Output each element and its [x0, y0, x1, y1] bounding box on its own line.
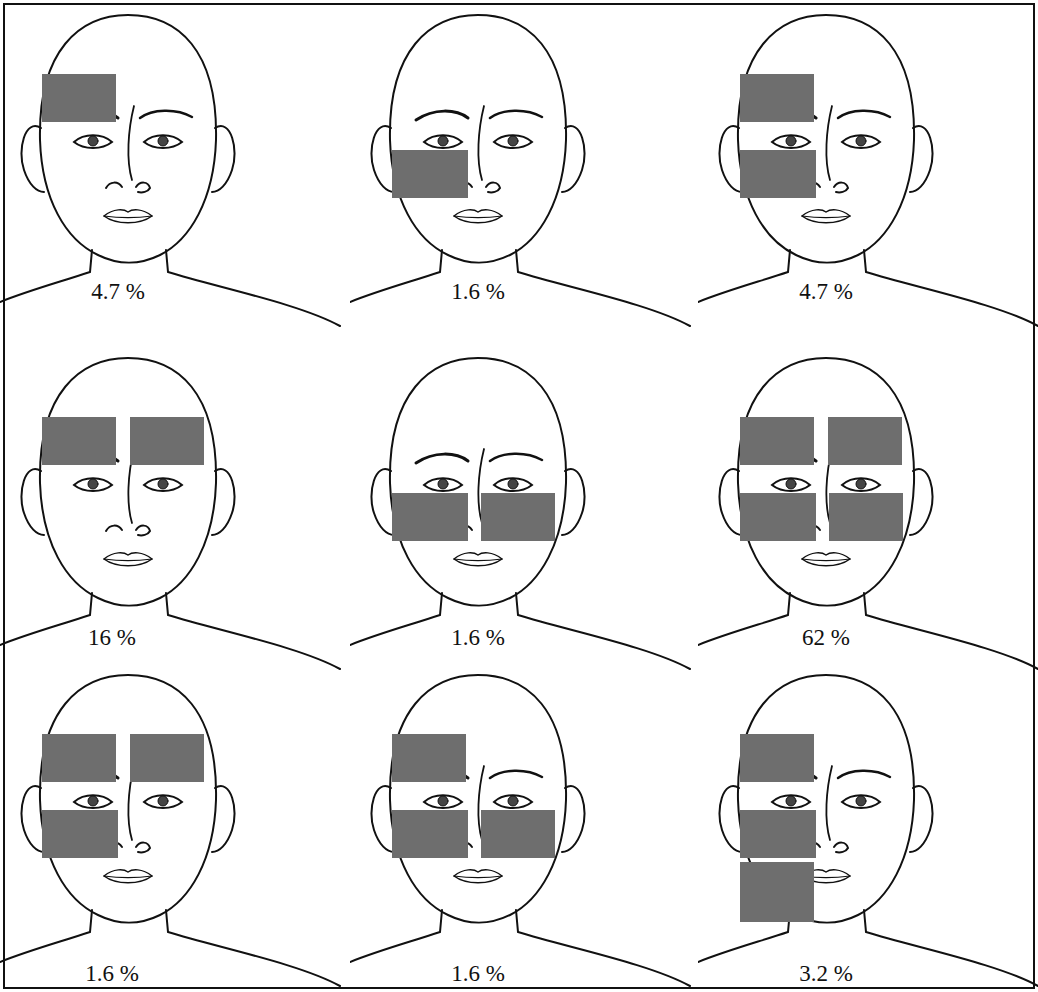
- face-outline: [0, 675, 340, 986]
- face-outline: [698, 675, 1038, 986]
- percentage-label: 1.6 %: [451, 961, 505, 986]
- shaded-region: [828, 417, 902, 465]
- face-panel: [0, 675, 340, 986]
- face-outline: [698, 358, 1038, 669]
- shaded-region: [42, 810, 118, 858]
- face-outline: [350, 15, 690, 326]
- shaded-region: [740, 810, 816, 858]
- shaded-region: [740, 734, 814, 782]
- shaded-region: [392, 734, 466, 782]
- face-outline: [0, 358, 340, 669]
- face-panel: [350, 15, 690, 326]
- percentage-label: 1.6 %: [451, 625, 505, 650]
- shaded-region: [42, 417, 116, 465]
- face-outline: [350, 675, 690, 986]
- face-outline: [350, 358, 690, 669]
- percentage-label: 4.7 %: [799, 279, 853, 304]
- percentage-label: 62 %: [802, 625, 850, 650]
- percentage-label: 3.2 %: [799, 961, 853, 986]
- shaded-region: [42, 74, 116, 122]
- face-panel: [698, 15, 1038, 326]
- face-panel: [698, 675, 1038, 986]
- face-outline: [0, 15, 340, 326]
- shaded-region: [740, 862, 814, 922]
- shaded-region: [130, 417, 204, 465]
- shaded-region: [740, 74, 814, 122]
- face-panel: [698, 358, 1038, 669]
- face-panel: [0, 358, 340, 669]
- shaded-region: [392, 810, 468, 858]
- shaded-region: [740, 150, 816, 198]
- percentage-label: 1.6 %: [85, 961, 139, 986]
- percentage-label: 4.7 %: [91, 279, 145, 304]
- shaded-region: [130, 734, 204, 782]
- face-outline: [698, 15, 1038, 326]
- shaded-region: [740, 493, 816, 541]
- shaded-region: [481, 810, 555, 858]
- face-panel: [0, 15, 340, 326]
- shaded-region: [392, 150, 468, 198]
- shaded-region: [740, 417, 814, 465]
- shaded-region: [392, 493, 468, 541]
- shaded-region: [829, 493, 903, 541]
- shaded-region: [42, 734, 116, 782]
- percentage-label: 16 %: [88, 625, 136, 650]
- face-panel: [350, 675, 690, 986]
- percentage-label: 1.6 %: [451, 279, 505, 304]
- face-panel: [350, 358, 690, 669]
- shaded-region: [481, 493, 555, 541]
